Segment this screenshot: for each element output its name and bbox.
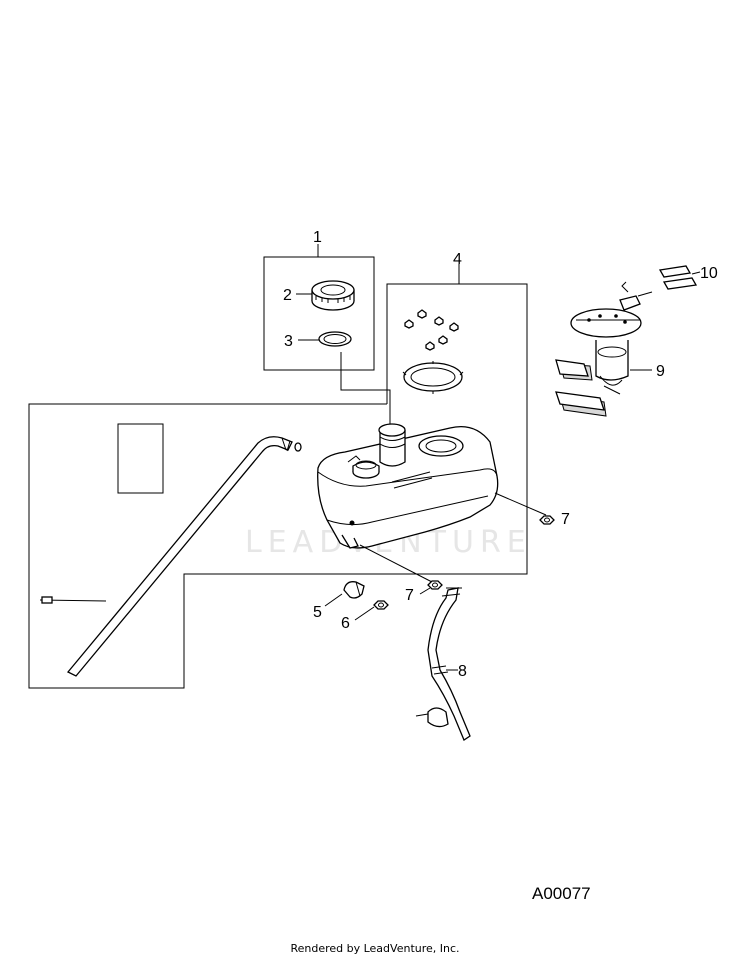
leader-10 xyxy=(691,271,701,275)
leader-5 xyxy=(324,593,343,607)
vent-hose xyxy=(66,436,302,677)
callout-1: 1 xyxy=(313,229,322,246)
warning-labels xyxy=(658,265,698,290)
nut-7a xyxy=(539,515,555,525)
callout-3: 3 xyxy=(284,333,293,350)
callout-10: 10 xyxy=(700,265,718,282)
callout-2: 2 xyxy=(283,287,292,304)
callout-8: 8 xyxy=(458,663,467,680)
pump-kit-box xyxy=(386,283,528,575)
cap-leader-line xyxy=(340,352,391,428)
fuel-supply-hose xyxy=(415,587,471,741)
fuel-cap xyxy=(311,280,355,311)
leader-7a xyxy=(494,492,547,516)
callout-6: 6 xyxy=(341,615,350,632)
mounting-screws xyxy=(404,309,459,351)
pump-lock-ring xyxy=(402,361,464,394)
instruction-card xyxy=(117,423,164,494)
callout-9: 9 xyxy=(656,363,665,380)
diagram-id: A00077 xyxy=(532,884,591,903)
fuel-tank xyxy=(317,423,499,549)
hose-clamp xyxy=(343,581,365,599)
nut-6 xyxy=(373,600,389,610)
leader-7b-short xyxy=(419,587,431,595)
footer-credit: Rendered by LeadVenture, Inc. xyxy=(290,942,460,955)
kit-frame-outline xyxy=(28,403,387,689)
cap-kit-box xyxy=(263,256,375,371)
callout-5: 5 xyxy=(313,604,322,621)
callout-4: 4 xyxy=(453,251,462,268)
callout-7b: 7 xyxy=(405,587,414,604)
cap-gasket xyxy=(318,331,352,347)
leader-7b xyxy=(359,544,433,583)
leader-6 xyxy=(354,606,375,621)
fuel-pump-assembly xyxy=(555,281,653,417)
tie-strap xyxy=(39,596,107,604)
nut-7b xyxy=(427,580,443,590)
callout-7a: 7 xyxy=(561,511,570,528)
